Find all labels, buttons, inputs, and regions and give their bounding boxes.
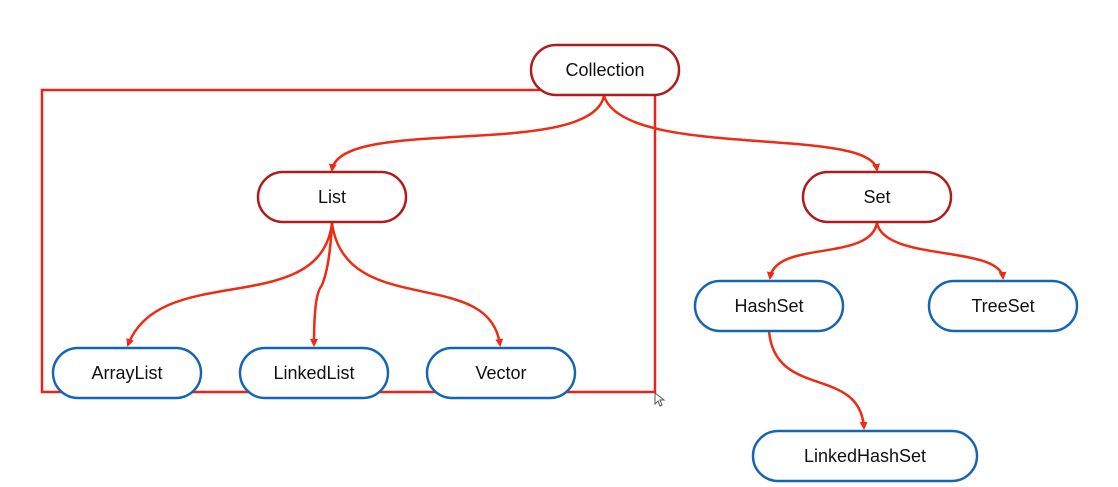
edge-set-hashset [766, 222, 879, 280]
node-linkedhashset-label: LinkedHashSet [804, 446, 926, 466]
node-linkedlist: LinkedList [238, 346, 390, 400]
node-set-shape [801, 170, 953, 224]
node-linkedhashset-shape [751, 429, 979, 483]
node-collection-label: Collection [565, 60, 644, 80]
node-hashset-label: HashSet [734, 296, 803, 316]
node-list-label: List [318, 187, 346, 207]
node-linkedlist-label: LinkedList [273, 363, 354, 383]
node-set-label: Set [863, 187, 890, 207]
edge-set-treeset [875, 222, 1007, 280]
node-list-shape [256, 170, 408, 224]
node-vector-shape [425, 346, 577, 400]
edge-list-arraylist [126, 222, 334, 347]
edge-collection-list [328, 95, 606, 172]
node-arraylist-label: ArrayList [91, 363, 162, 383]
edges [126, 95, 1007, 430]
node-arraylist-shape [51, 346, 203, 400]
list-group-highlight-box [40, 88, 657, 394]
node-hashset: HashSet [693, 279, 845, 333]
edge-collection-set [602, 95, 880, 172]
node-linkedlist-shape [238, 346, 390, 400]
node-vector-label: Vector [475, 363, 526, 383]
mouse-pointer-icon [654, 391, 666, 407]
node-arraylist: ArrayList [51, 346, 203, 400]
edge-hashset-linkedhashset [767, 330, 868, 430]
edge-list-vector [330, 222, 504, 347]
node-list: List [256, 170, 408, 224]
edge-list-linkedlist [310, 222, 334, 347]
node-treeset: TreeSet [927, 279, 1079, 333]
node-collection: Collection [529, 43, 681, 97]
node-vector: Vector [425, 346, 577, 400]
node-set: Set [801, 170, 953, 224]
node-collection-shape [529, 43, 681, 97]
node-treeset-label: TreeSet [971, 296, 1034, 316]
node-hashset-shape [693, 279, 845, 333]
node-treeset-shape [927, 279, 1079, 333]
node-linkedhashset: LinkedHashSet [751, 429, 979, 483]
